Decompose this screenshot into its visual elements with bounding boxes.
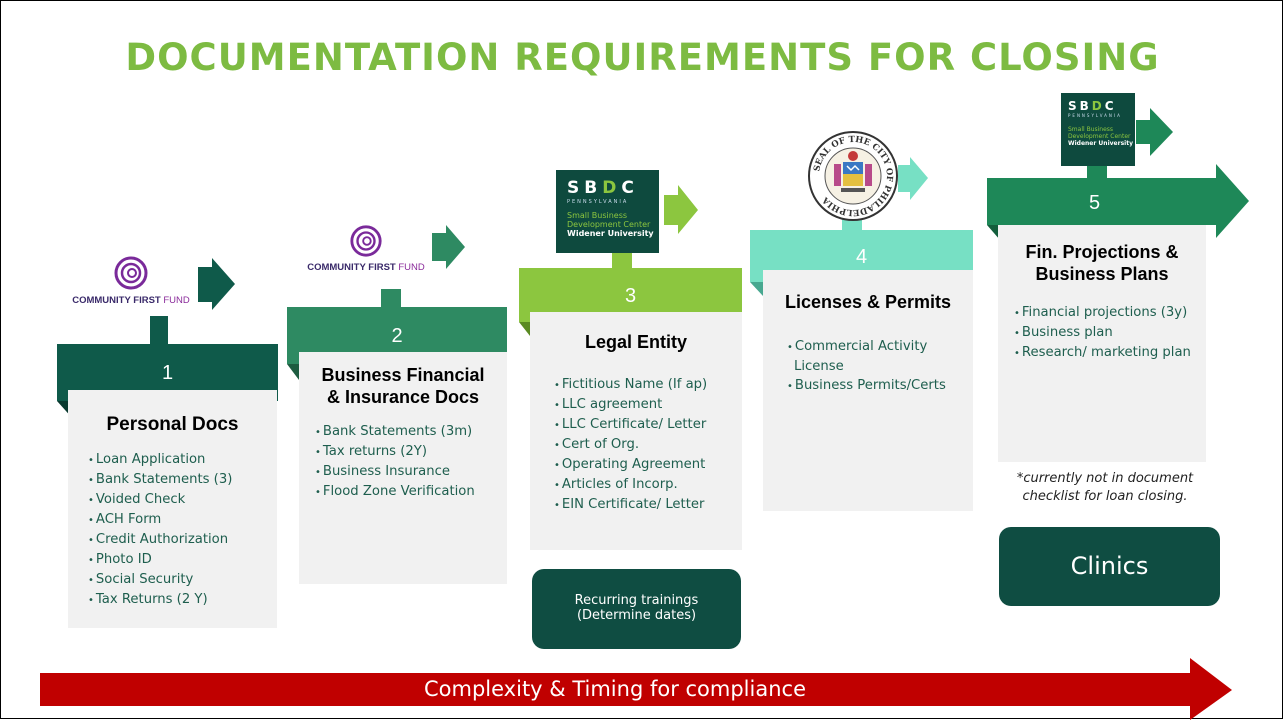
step-5-title-line1: Fin. Projections & — [1025, 242, 1179, 262]
list-item: Financial projections (3y) — [1012, 303, 1196, 323]
step-5-title-line2: Business Plans — [1035, 264, 1169, 284]
step-1-number: 1 — [161, 362, 174, 384]
step-5-number: 5 — [1088, 192, 1101, 214]
step-3-title: Legal Entity — [584, 332, 687, 352]
sbdc-state: PENNSYLVANIA — [567, 199, 629, 205]
step-3-card: Legal Entity Fictitious Name (If ap) LLC… — [530, 312, 742, 550]
step-2-title: Business Financial & Insurance Docs — [309, 364, 497, 408]
sbdc-letters: SBDC — [1068, 99, 1117, 113]
list-item: Tax Returns (2 Y) — [86, 590, 267, 610]
step-2-card: Business Financial & Insurance Docs Bank… — [299, 352, 507, 584]
list-item: Tax returns (2Y) — [313, 442, 497, 462]
step-5-list: Financial projections (3y) Business plan… — [1008, 303, 1196, 363]
step-3-list: Fictitious Name (If ap) LLC agreement LL… — [540, 375, 732, 515]
cff-name: COMMUNITY FIRST — [307, 262, 396, 273]
sbdc-line2: Development Center — [567, 220, 651, 229]
pill-line1: Recurring trainings — [574, 593, 699, 608]
step-1-card: Personal Docs Loan Application Bank Stat… — [68, 390, 277, 628]
sbdc-line1: Small Business — [567, 211, 628, 220]
cff-suffix: FUND — [163, 295, 190, 306]
step-5-note: *currently not in document checklist for… — [990, 470, 1220, 506]
list-item: Flood Zone Verification — [313, 482, 497, 502]
step-2-title-line1: Business Financial — [321, 365, 485, 385]
step-4-number: 4 — [855, 246, 868, 268]
pill-line2: (Determine dates) — [576, 608, 697, 623]
sbdc-d-letter: D — [602, 178, 622, 198]
list-item: ACH Form — [86, 510, 267, 530]
note-line1: *currently not in document — [1016, 471, 1194, 486]
step-4-card: Licenses & Permits Commercial Activity L… — [763, 270, 973, 511]
step-2-number: 2 — [391, 325, 403, 347]
community-first-fund-logo: COMMUNITY FIRST FUND — [66, 255, 196, 306]
cff-swirl-icon — [114, 256, 148, 290]
complexity-arrow-label: Complexity & Timing for compliance — [424, 677, 806, 701]
list-item: Fictitious Name (If ap) — [552, 375, 732, 395]
sbdc-line3: Widener University — [567, 229, 654, 238]
step-4-list: Commercial Activity License Business Per… — [773, 337, 963, 396]
recurring-trainings-badge: Recurring trainings (Determine dates) — [532, 569, 741, 649]
cff-swirl-icon — [350, 225, 382, 257]
list-item: Voided Check — [86, 490, 267, 510]
step-5-title: Fin. Projections & Business Plans — [1008, 241, 1196, 285]
step-1-list: Loan Application Bank Statements (3) Voi… — [78, 450, 267, 610]
list-item: Social Security — [86, 570, 267, 590]
list-item: Cert of Org. — [552, 435, 732, 455]
city-seal-icon: SEAL OF THE CITY OF PHILADELPHIA — [808, 131, 898, 221]
list-item: Loan Application — [86, 450, 267, 470]
step-2-list: Bank Statements (3m) Tax returns (2Y) Bu… — [309, 422, 497, 502]
sbdc-logo: SBDC PENNSYLVANIA Small Business Develop… — [1061, 93, 1135, 166]
step-5-card: Fin. Projections & Business Plans Financ… — [998, 225, 1206, 462]
sbdc-line2: Development Center — [1068, 133, 1131, 140]
list-item: Business plan — [1012, 323, 1196, 343]
list-item: Research/ marketing plan — [1012, 343, 1196, 363]
list-item: Bank Statements (3m) — [313, 422, 497, 442]
note-line2: checklist for loan closing. — [1022, 489, 1188, 504]
cff-name: COMMUNITY FIRST — [72, 295, 161, 306]
sbdc-line3: Widener University — [1068, 140, 1133, 147]
step-3-number: 3 — [624, 285, 637, 307]
sbdc-line1: Small Business — [1068, 126, 1114, 133]
list-item: Articles of Incorp. — [552, 475, 732, 495]
list-item: Business Permits/Certs — [785, 376, 963, 396]
list-item: Business Insurance — [313, 462, 497, 482]
sbdc-state: PENNSYLVANIA — [1068, 113, 1122, 118]
list-item: Photo ID — [86, 550, 267, 570]
list-item: Credit Authorization — [86, 530, 267, 550]
list-item: LLC agreement — [552, 395, 732, 415]
sbdc-d-letter: D — [1091, 99, 1105, 113]
step-1-title: Personal Docs — [106, 414, 239, 435]
cff-suffix: FUND — [398, 262, 425, 273]
step-4-title: Licenses & Permits — [784, 292, 952, 312]
list-item: EIN Certificate/ Letter — [552, 495, 732, 515]
list-item: Commercial Activity License — [785, 337, 963, 376]
step-2-title-line2: & Insurance Docs — [326, 387, 480, 407]
list-item: LLC Certificate/ Letter — [552, 415, 732, 435]
list-item: Bank Statements (3) — [86, 470, 267, 490]
sbdc-letters: SBDC — [567, 178, 639, 198]
community-first-fund-logo: COMMUNITY FIRST FUND — [298, 224, 434, 273]
sbdc-logo: SBDC PENNSYLVANIA Small Business Develop… — [556, 170, 659, 253]
list-item: Operating Agreement — [552, 455, 732, 475]
clinics-badge: Clinics — [999, 527, 1220, 606]
slide-title: DOCUMENTATION REQUIREMENTS FOR CLOSING — [125, 36, 1160, 79]
